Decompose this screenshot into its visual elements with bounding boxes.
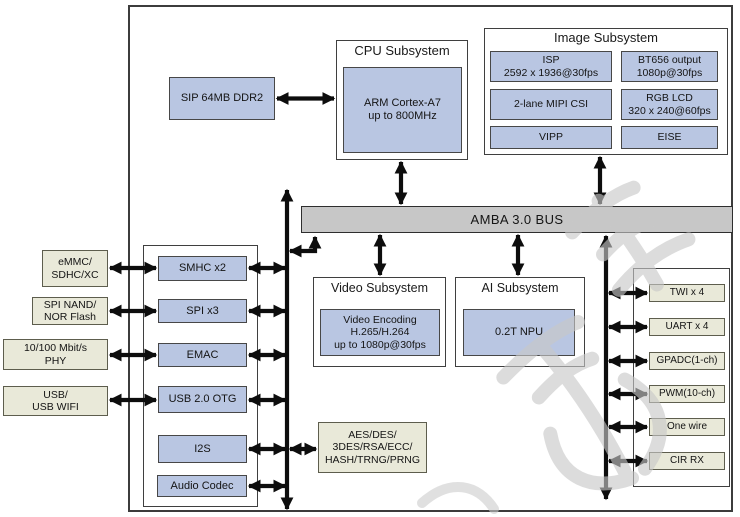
ai-subsystem-title: AI Subsystem xyxy=(481,281,559,295)
block-smhc: SMHC x2 xyxy=(158,256,247,281)
block-pwm: PWM(10-ch) xyxy=(649,385,725,403)
block-audio-codec: Audio Codec xyxy=(157,475,247,497)
block-isp: ISP 2592 x 1936@30fps xyxy=(490,51,612,82)
block-eise: EISE xyxy=(621,126,718,149)
amba-bus: AMBA 3.0 BUS xyxy=(301,206,733,233)
block-crypto: AES/DES/ 3DES/RSA/ECC/ HASH/TRNG/PRNG xyxy=(318,422,427,473)
image-subsystem-title: Image Subsystem xyxy=(553,30,659,45)
block-one-wire: One wire xyxy=(649,418,725,436)
block-uart: UART x 4 xyxy=(649,318,725,336)
block-rgb-lcd: RGB LCD 320 x 240@60fps xyxy=(621,89,718,120)
block-sip-ddr2: SIP 64MB DDR2 xyxy=(169,77,275,120)
block-emmc-sdhc: eMMC/ SDHC/XC xyxy=(42,250,108,287)
block-i2s: I2S xyxy=(158,435,247,463)
block-bt656-output: BT656 output 1080p@30fps xyxy=(621,51,718,82)
block-usb-wifi: USB/ USB WIFI xyxy=(3,386,108,416)
block-emac: EMAC xyxy=(158,343,247,367)
cpu-subsystem-title: CPU Subsystem xyxy=(354,43,450,58)
block-twi: TWI x 4 xyxy=(649,284,725,302)
left-io-panel xyxy=(143,245,258,507)
block-npu: 0.2T NPU xyxy=(463,309,575,356)
block-mipi-csi: 2-lane MIPI CSI xyxy=(490,89,612,120)
block-vipp: VIPP xyxy=(490,126,612,149)
block-arm-cortex-a7: ARM Cortex-A7 up to 800MHz xyxy=(343,67,462,153)
block-cir-rx: CIR RX xyxy=(649,452,725,470)
block-spi: SPI x3 xyxy=(158,299,247,323)
block-spi-nand-nor-flash: SPI NAND/ NOR Flash xyxy=(32,297,108,325)
block-ethernet-phy: 10/100 Mbit/s PHY xyxy=(3,339,108,370)
block-video-encoding: Video Encoding H.265/H.264 up to 1080p@3… xyxy=(320,309,440,356)
block-usb-otg: USB 2.0 OTG xyxy=(158,386,247,413)
block-gpadc: GPADC(1-ch) xyxy=(649,352,725,370)
video-subsystem-title: Video Subsystem xyxy=(330,281,429,295)
